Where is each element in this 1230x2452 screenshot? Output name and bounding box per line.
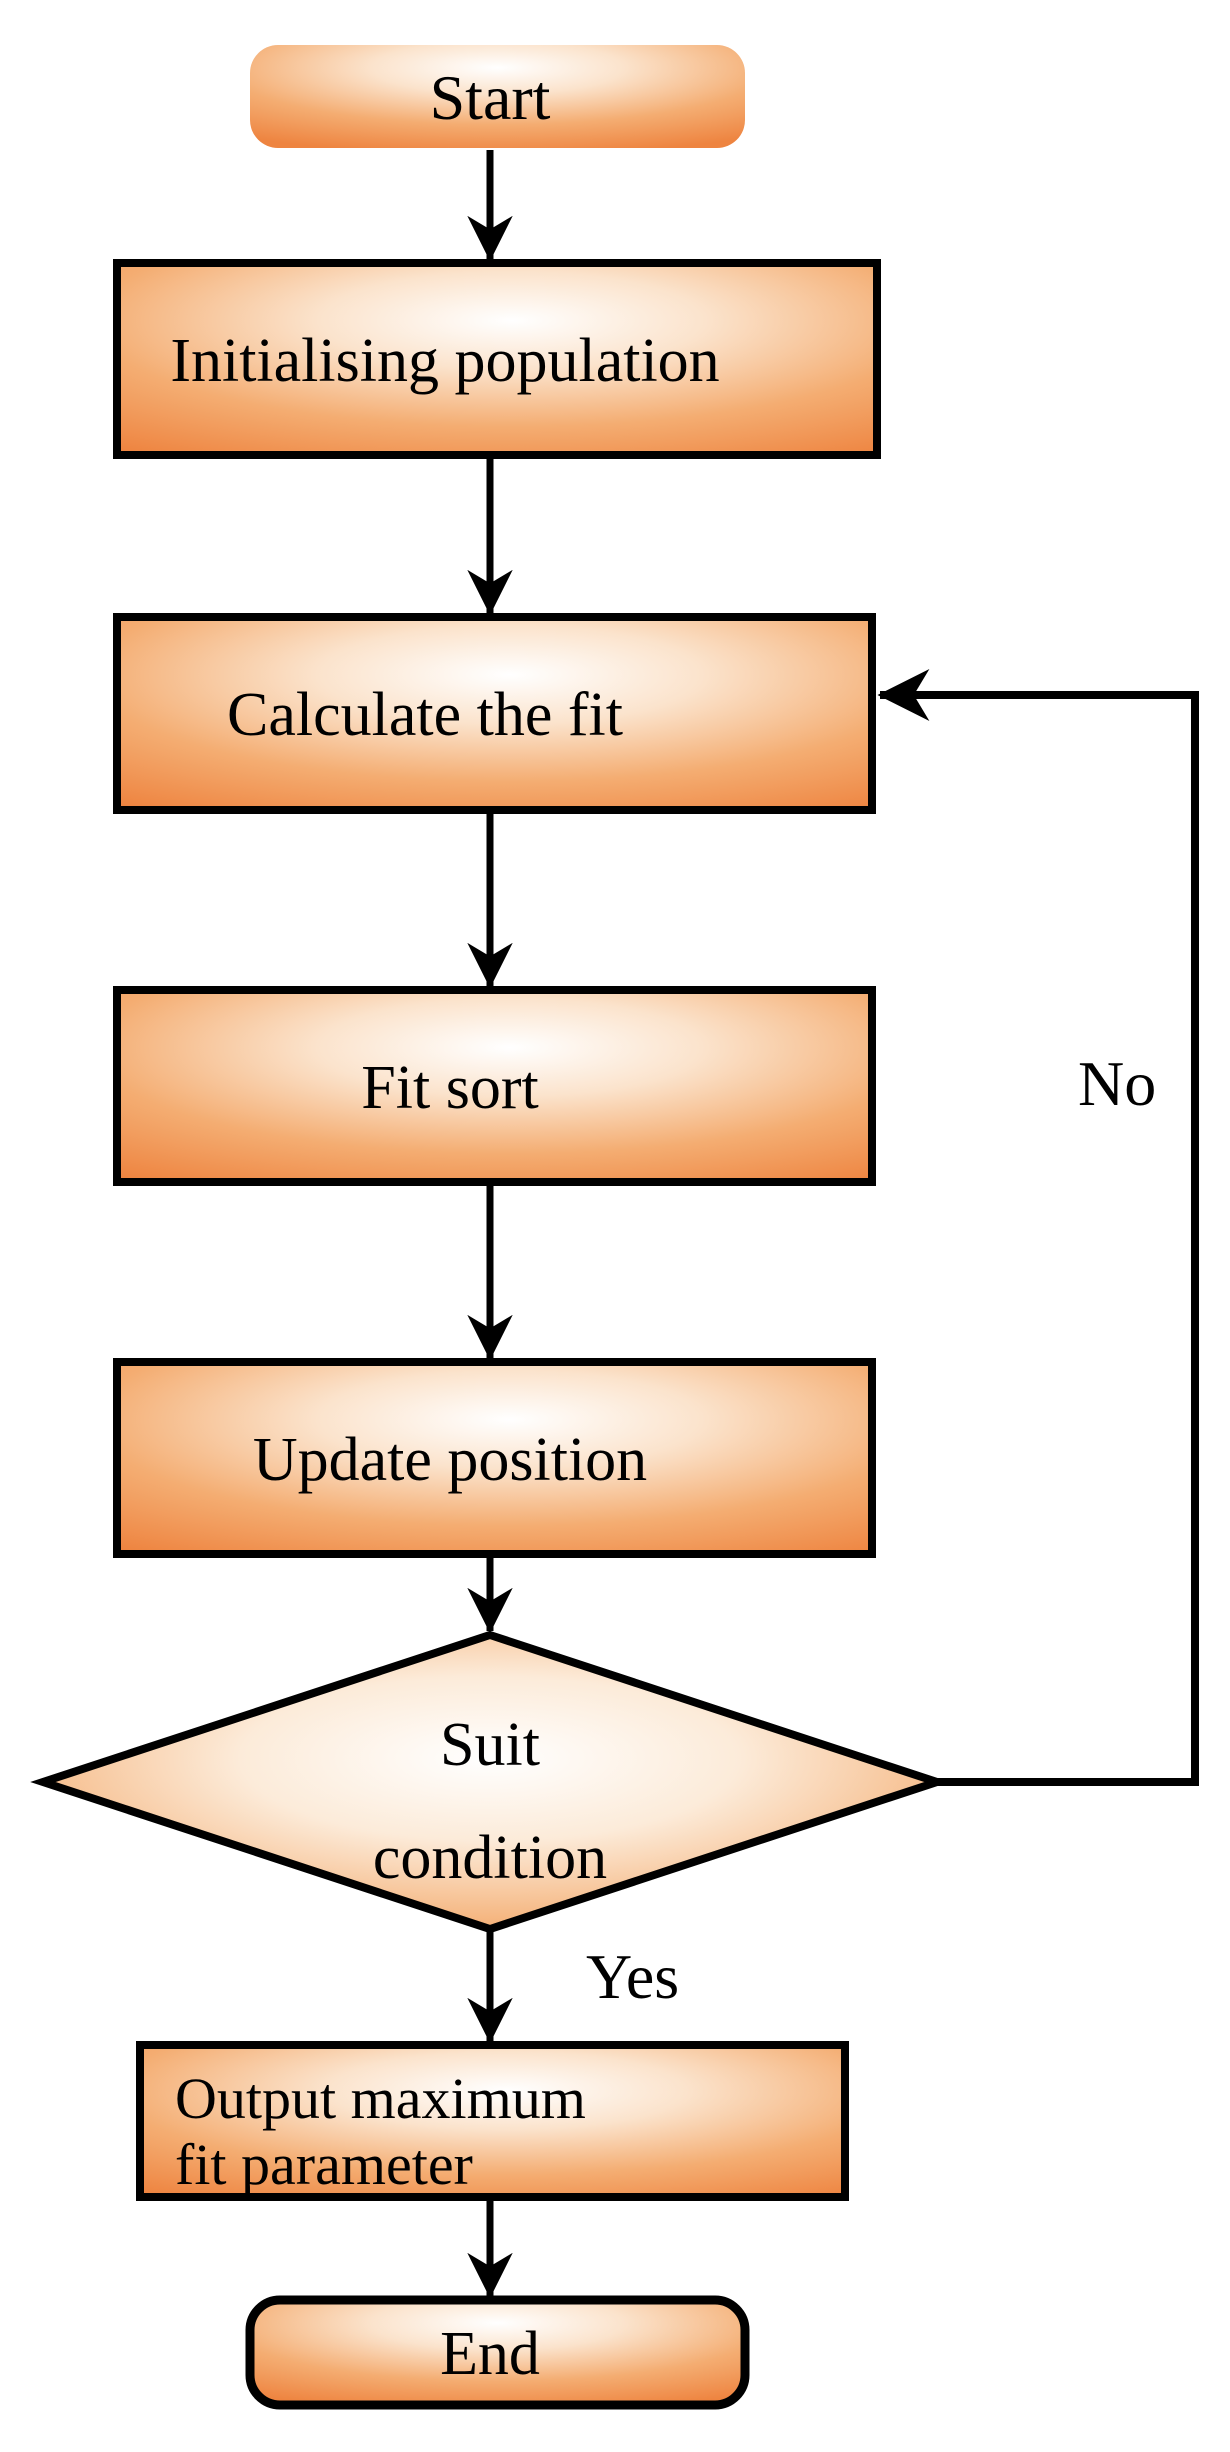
end-node <box>245 2295 750 2410</box>
update-position-label: Update position <box>253 1426 647 1494</box>
process-update-position <box>113 1358 876 1558</box>
no-edge-label: No <box>1078 1048 1156 1119</box>
process-fit-sort <box>113 986 876 1186</box>
calculate-the-fit-label: Calculate the fit <box>227 681 623 749</box>
end-label: End <box>440 2320 540 2388</box>
process-initialising-population <box>113 259 881 459</box>
yes-edge-label: Yes <box>586 1941 679 2012</box>
output-label-line2: fit parameter <box>175 2132 473 2197</box>
no-loop-connector <box>877 669 1199 1786</box>
suit-condition-label-line2: condition <box>373 1824 607 1892</box>
output-label-line1: Output maximum <box>175 2066 586 2131</box>
initialising-population-label: Initialising population <box>170 327 719 395</box>
start-node <box>250 45 745 148</box>
fit-sort-label: Fit sort <box>361 1054 538 1122</box>
start-label: Start <box>430 62 551 133</box>
process-calculate-the-fit <box>113 613 876 814</box>
suit-condition-label-line1: Suit <box>440 1711 540 1779</box>
process-output-maximum-fit-parameter <box>136 2041 849 2201</box>
